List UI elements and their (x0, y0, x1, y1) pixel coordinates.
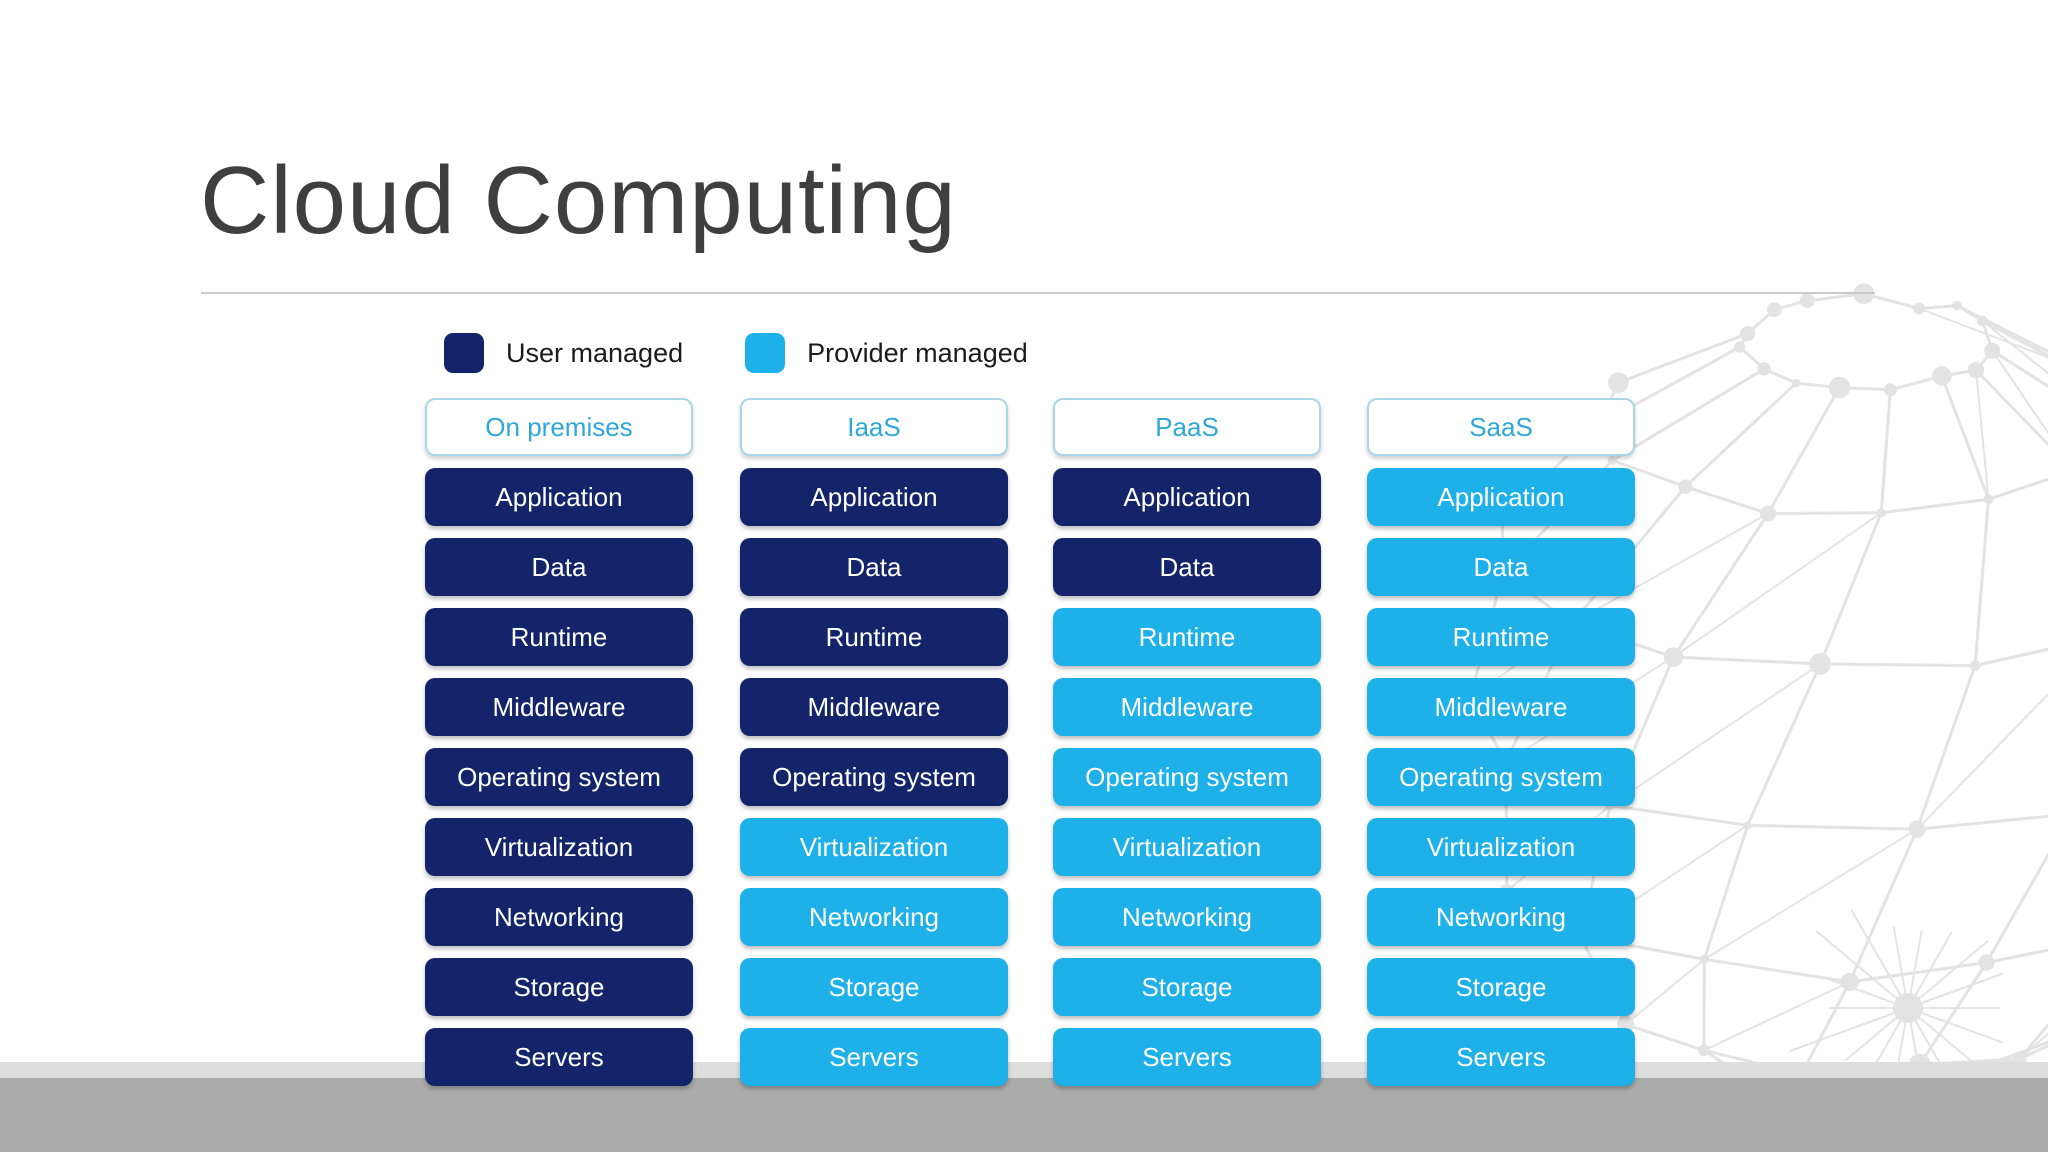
layer-box-middleware: Middleware (425, 678, 693, 736)
layer-box-storage: Storage (425, 958, 693, 1016)
layer-box-operating-system: Operating system (1367, 748, 1635, 806)
page-title: Cloud Computing (200, 147, 957, 254)
layer-box-servers: Servers (425, 1028, 693, 1086)
legend-swatch (745, 333, 786, 373)
layer-box-networking: Networking (740, 888, 1008, 946)
layer-box-storage: Storage (1367, 958, 1635, 1016)
legend-item-user-managed: User managed (444, 333, 683, 373)
layer-box-middleware: Middleware (740, 678, 1008, 736)
title-underline (201, 292, 1875, 294)
layer-box-data: Data (425, 538, 693, 596)
layer-box-servers: Servers (1053, 1028, 1321, 1086)
layer-box-data: Data (1053, 538, 1321, 596)
legend-label: User managed (506, 337, 684, 368)
layer-box-virtualization: Virtualization (425, 818, 693, 876)
layer-box-application: Application (425, 468, 693, 526)
layer-box-operating-system: Operating system (1053, 748, 1321, 806)
layer-box-runtime: Runtime (1053, 608, 1321, 666)
column-header-paas: PaaS (1053, 398, 1321, 456)
layer-box-middleware: Middleware (1053, 678, 1321, 736)
layer-box-networking: Networking (425, 888, 693, 946)
layer-box-servers: Servers (740, 1028, 1008, 1086)
layer-box-virtualization: Virtualization (740, 818, 1008, 876)
layer-box-application: Application (740, 468, 1008, 526)
layer-box-networking: Networking (1367, 888, 1635, 946)
footer-bar (0, 1078, 2048, 1152)
layer-box-servers: Servers (1367, 1028, 1635, 1086)
layer-box-virtualization: Virtualization (1053, 818, 1321, 876)
layer-box-operating-system: Operating system (740, 748, 1008, 806)
legend-swatch (444, 333, 484, 373)
layer-box-application: Application (1053, 468, 1321, 526)
column-header-on-premises: On premises (425, 398, 693, 456)
legend: User managed Provider managed (444, 333, 1028, 373)
layer-box-runtime: Runtime (425, 608, 693, 666)
layer-box-storage: Storage (1053, 958, 1321, 1016)
legend-item-provider-managed: Provider managed (745, 333, 1028, 373)
layer-box-application: Application (1367, 468, 1635, 526)
column-header-saas: SaaS (1367, 398, 1635, 456)
layer-box-data: Data (1367, 538, 1635, 596)
layer-box-operating-system: Operating system (425, 748, 693, 806)
layer-box-runtime: Runtime (740, 608, 1008, 666)
column-header-iaas: IaaS (740, 398, 1008, 456)
layer-box-runtime: Runtime (1367, 608, 1635, 666)
layer-box-middleware: Middleware (1367, 678, 1635, 736)
layer-box-storage: Storage (740, 958, 1008, 1016)
layer-box-virtualization: Virtualization (1367, 818, 1635, 876)
layer-box-data: Data (740, 538, 1008, 596)
legend-label: Provider managed (807, 337, 1028, 368)
layer-box-networking: Networking (1053, 888, 1321, 946)
